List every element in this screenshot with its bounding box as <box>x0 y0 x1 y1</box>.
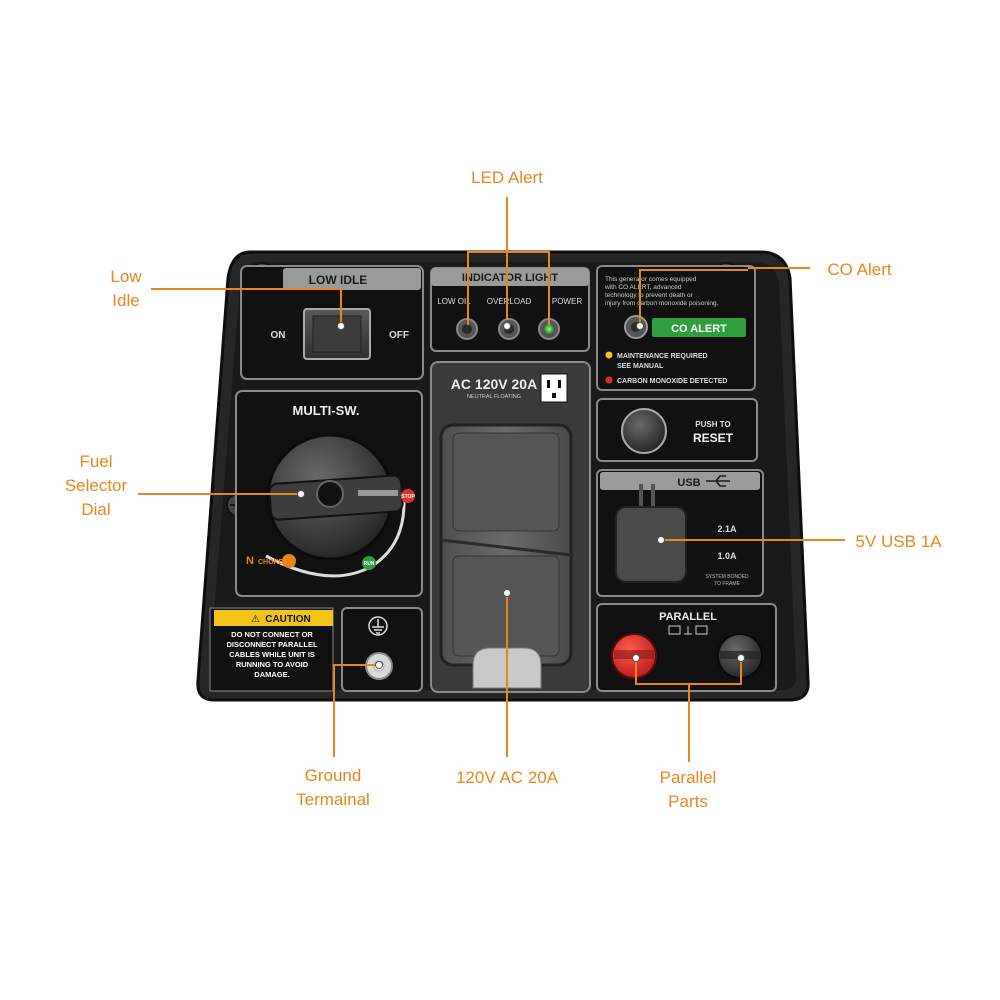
callout-usb: 5V USB 1A <box>855 532 942 551</box>
reset-section: PUSH TO RESET <box>596 398 758 462</box>
ground-terminal-section <box>341 607 423 692</box>
caution-title: CAUTION <box>265 614 311 625</box>
choke-dot-icon <box>282 554 296 568</box>
ground-symbol-icon <box>368 616 388 636</box>
caution-line: DO NOT CONNECT OR <box>231 630 313 639</box>
ac-outlet-section: AC 120V 20A NEUTRAL FLOATING <box>430 361 591 693</box>
parallel-section: PARALLEL <box>596 603 777 692</box>
multi-sw-title: MULTI-SW. <box>293 403 360 418</box>
multi-switch-section: MULTI-SW. STOP RUN N CHOKE <box>235 390 423 597</box>
callout-fuel-selector: Fuel Selector Dial <box>64 452 128 519</box>
co-alert-badge <box>652 318 746 337</box>
co-desc-line: injury from carbon monoxide poisoning. <box>605 300 719 307</box>
co-detected-label: CARBON MONOXIDE DETECTED <box>617 378 727 385</box>
stop-label: STOP <box>401 494 415 500</box>
indicator-title: INDICATOR LIGHT <box>462 272 558 284</box>
low-idle-section: LOW IDLE ON OFF <box>240 265 424 380</box>
callout-low-idle: Low Idle <box>110 267 142 310</box>
low-idle-on-label: ON <box>271 330 286 341</box>
run-dot-icon <box>362 556 376 570</box>
low-idle-title: LOW IDLE <box>309 273 368 287</box>
callout-ground: Ground Termainal <box>296 766 370 809</box>
warning-triangle-icon: ⚠ <box>251 614 260 625</box>
low-idle-off-label: OFF <box>389 330 409 341</box>
co-desc-line: This generator comes equipped <box>605 276 697 283</box>
maintenance-label: SEE MANUAL <box>617 363 664 370</box>
caution-label: ⚠ CAUTION DO NOT CONNECT OR DISCONNECT P… <box>209 607 334 692</box>
leader-endpoints <box>297 322 745 669</box>
usb-amp-2: 1.0A <box>717 551 737 561</box>
co-detected-dot-icon <box>605 376 613 384</box>
stop-dot-icon <box>401 489 415 503</box>
reset-button[interactable] <box>621 408 667 454</box>
low-oil-label: LOW OIL <box>437 297 471 306</box>
usb-port-cover[interactable] <box>615 484 687 583</box>
power-label: POWER <box>552 297 582 306</box>
usb-symbol-icon <box>706 475 730 487</box>
callout-co-alert: CO Alert <box>827 260 892 279</box>
maintenance-dot-icon <box>605 351 613 359</box>
low-idle-switch[interactable] <box>303 308 371 360</box>
run-label: RUN <box>364 561 375 567</box>
choke-label: CHOKE <box>258 559 284 566</box>
fuel-selector-dial[interactable] <box>266 433 404 561</box>
callout-led-alert: LED Alert <box>471 168 543 187</box>
parallel-symbol-icon <box>668 625 708 635</box>
choke-icon: N <box>246 555 254 567</box>
overload-label: OVERLOAD <box>487 297 532 306</box>
reset-line-2: RESET <box>693 431 734 445</box>
co-alert-badge-label: CO ALERT <box>671 323 727 335</box>
co-desc-line: technology to prevent death or <box>605 292 694 299</box>
power-led-icon <box>538 318 560 340</box>
co-alert-section: This generator comes equipped with CO AL… <box>596 265 756 391</box>
usb-section: USB 2.1A 1.0A SYSTEM BONDED TO FRAME <box>596 469 764 597</box>
usb-amp-1: 2.1A <box>717 524 737 534</box>
usb-note-2: TO FRAME <box>714 581 740 587</box>
outlet-rating: AC 120V 20A <box>451 376 537 392</box>
usb-note-1: SYSTEM BONDED <box>705 574 749 580</box>
co-desc-line: with CO ALERT, advanced <box>604 284 682 291</box>
indicator-light-section: INDICATOR LIGHT LOW OIL OVERLOAD POWER <box>430 267 590 352</box>
outlet-sub: NEUTRAL FLOATING <box>467 394 521 400</box>
maintenance-label: MAINTENANCE REQUIRED <box>617 353 708 360</box>
usb-title: USB <box>677 477 700 489</box>
outlet-symbol-icon <box>540 373 568 403</box>
caution-line: DISCONNECT PARALLEL <box>226 640 318 649</box>
parallel-title: PARALLEL <box>659 611 717 623</box>
callout-ac-outlet: 120V AC 20A <box>455 768 559 787</box>
caution-line: DAMAGE. <box>254 670 289 679</box>
callout-parallel: Parallel Parts <box>659 768 717 811</box>
caution-line: RUNNING TO AVOID <box>236 660 309 669</box>
caution-line: CABLES WHILE UNIT IS <box>229 650 315 659</box>
reset-line-1: PUSH TO <box>695 420 730 429</box>
leader-lines <box>138 197 845 762</box>
